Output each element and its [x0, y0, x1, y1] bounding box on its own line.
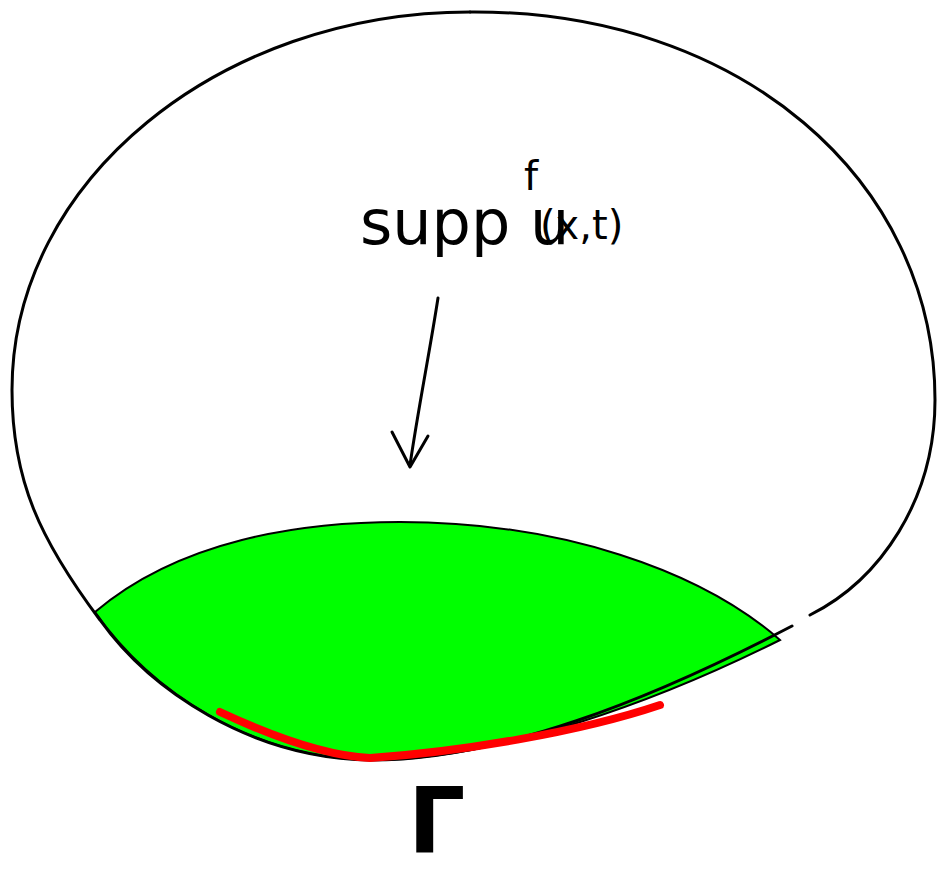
superscript-label: f — [524, 156, 538, 196]
boundary-part — [220, 705, 660, 758]
domain-boundary — [12, 12, 792, 760]
domain-boundary — [470, 12, 935, 615]
support-region — [95, 522, 780, 760]
boundary-label: Γ — [408, 776, 465, 866]
arrow-head — [392, 432, 428, 467]
argument-label: (x,t) — [540, 205, 623, 245]
support-label: supp u — [360, 192, 569, 254]
